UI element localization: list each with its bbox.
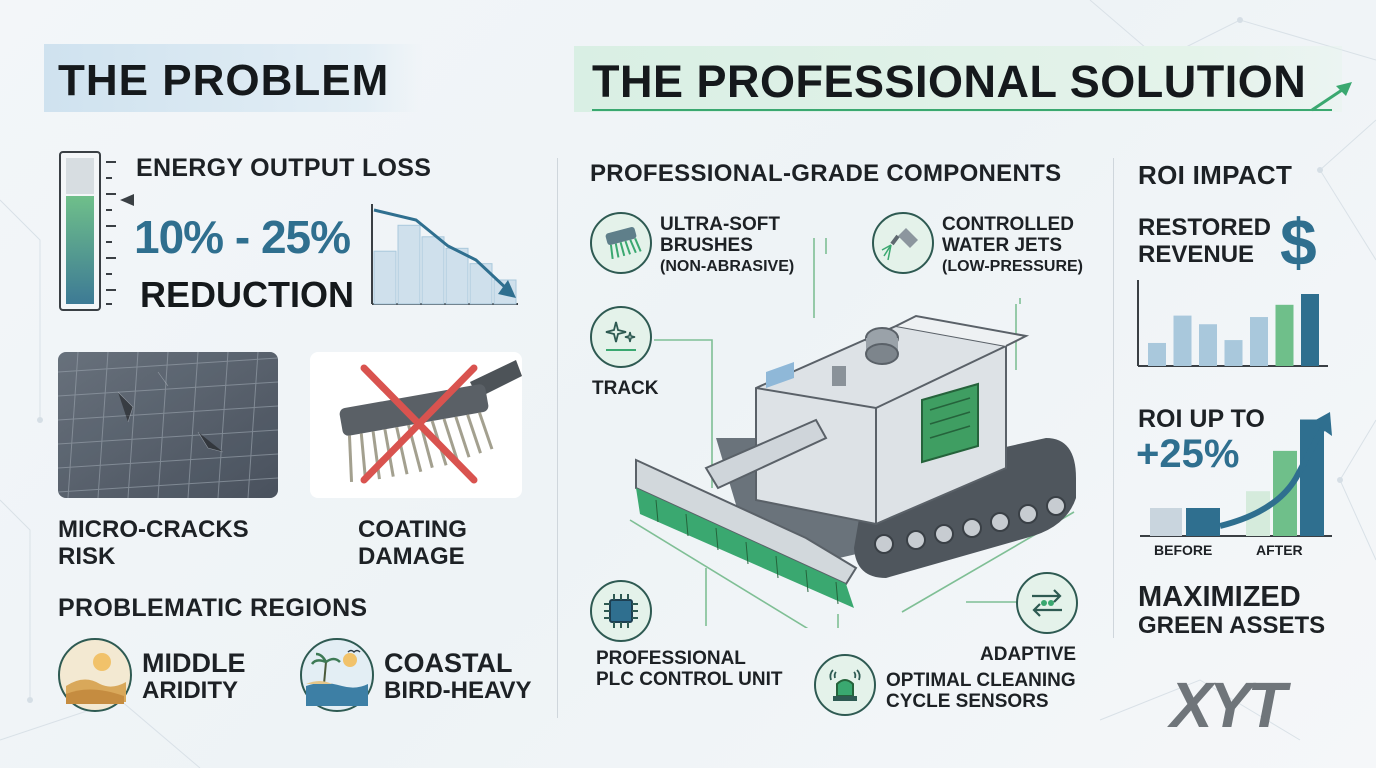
restored-revenue-line2: REVENUE xyxy=(1138,241,1255,268)
problem-header: THE PROBLEM xyxy=(44,44,422,112)
micro-cracks-label: MICRO-CRACKS RISK xyxy=(58,516,249,570)
solution-header: THE PROFESSIONAL SOLUTION xyxy=(574,46,1342,112)
brand-logo: XYT xyxy=(1170,669,1286,741)
brushes-line1: ULTRA-SOFT xyxy=(660,214,780,235)
coating-damage-line2: DAMAGE xyxy=(358,543,465,570)
energy-loss-title: ENERGY OUTPUT LOSS xyxy=(136,154,432,182)
restored-revenue-label: RESTORED REVENUE xyxy=(1138,214,1271,268)
revenue-bar xyxy=(1173,315,1192,366)
roi-up-label: ROI UP TO xyxy=(1138,405,1265,433)
maximized-line1: MAXIMIZED xyxy=(1138,581,1301,613)
problem-header-title: THE PROBLEM xyxy=(58,56,390,105)
water-jets-label: CONTROLLED WATER JETS (LOW-PRESSURE) xyxy=(942,214,1083,277)
solar-panel-photo xyxy=(58,352,278,498)
brush-crossed-icon xyxy=(339,360,522,484)
decline-bar-chart xyxy=(371,204,518,305)
components-title: PROFESSIONAL-GRADE COMPONENTS xyxy=(590,160,1062,187)
desert-icon xyxy=(58,638,132,712)
section-divider-right xyxy=(1113,158,1114,638)
micro-cracks-line1: MICRO-CRACKS xyxy=(58,516,249,543)
brushes-line2: BRUSHES xyxy=(660,235,753,256)
decline-arrow-head xyxy=(498,280,516,298)
solar-panel-image xyxy=(58,352,278,498)
sparkle-icon xyxy=(590,306,652,368)
revenue-bar xyxy=(1148,342,1166,366)
revenue-bar xyxy=(1250,317,1268,366)
plc-line2: PLC CONTROL UNIT xyxy=(596,669,783,690)
decline-bar xyxy=(397,224,421,305)
roi-title: ROI IMPACT xyxy=(1138,160,1293,190)
adaptive-arrows-icon xyxy=(1016,572,1078,634)
restored-revenue-line1: RESTORED xyxy=(1138,214,1271,241)
region-middle-line2: ARIDITY xyxy=(142,677,238,704)
sensors-line2: OPTIMAL CLEANING xyxy=(886,670,1076,691)
sensor-icon xyxy=(814,654,876,716)
region-coastal-line2: BIRD-HEAVY xyxy=(384,677,532,704)
water-jets-line1: CONTROLLED xyxy=(942,214,1074,235)
chip-icon xyxy=(590,580,652,642)
brush-damage-photo xyxy=(310,352,522,498)
before-bar xyxy=(1186,508,1220,536)
maximized-line2: GREEN ASSETS xyxy=(1138,612,1326,639)
before-label: BEFORE xyxy=(1154,542,1213,558)
brush-icon xyxy=(590,212,652,274)
revenue-bar-chart xyxy=(1137,280,1328,367)
coastal-icon xyxy=(300,638,374,712)
maximized-label: MAXIMIZED GREEN ASSETS xyxy=(1138,582,1325,639)
region-coastal-line1: COASTAL xyxy=(384,648,513,678)
header-underline-arrow xyxy=(592,82,1352,112)
cleaning-robot-illustration xyxy=(629,238,1076,628)
decline-bar xyxy=(445,247,469,305)
regions-title: PROBLEMATIC REGIONS xyxy=(58,594,368,622)
roi-value: +25% xyxy=(1136,432,1240,476)
revenue-bar xyxy=(1224,340,1243,366)
revenue-bar xyxy=(1199,324,1217,366)
brushes-line3: (NON-ABRASIVE) xyxy=(660,258,795,275)
plc-line1: PROFESSIONAL xyxy=(596,648,746,669)
solution-header-title: THE PROFESSIONAL SOLUTION xyxy=(592,56,1307,107)
section-divider-left xyxy=(557,158,558,718)
after-label: AFTER xyxy=(1256,542,1303,558)
energy-gauge-icon xyxy=(59,151,134,311)
coating-damage-line1: COATING xyxy=(358,516,467,543)
growth-arrow-head xyxy=(1312,412,1332,436)
micro-cracks-line2: RISK xyxy=(58,543,116,570)
sensors-line3: CYCLE SENSORS xyxy=(886,691,1049,712)
region-coastal-label: COASTAL BIRD-HEAVY xyxy=(384,648,532,705)
before-after-chart xyxy=(1140,412,1332,537)
water-jets-line3: (LOW-PRESSURE) xyxy=(942,258,1084,275)
decline-bar xyxy=(421,236,445,305)
region-middle-line1: MIDDLE xyxy=(142,648,246,678)
decline-bar xyxy=(469,263,493,305)
brushes-label: ULTRA-SOFT BRUSHES (NON-ABRASIVE) xyxy=(660,214,794,277)
coating-damage-label: COATING DAMAGE xyxy=(358,516,467,570)
revenue-bar xyxy=(1275,304,1294,366)
decline-bar xyxy=(373,250,397,305)
sensors-label: OPTIMAL CLEANING CYCLE SENSORS xyxy=(886,670,1076,712)
region-middle-label: MIDDLE ARIDITY xyxy=(142,648,246,705)
growth-arrow xyxy=(1219,420,1329,529)
dollar-icon: $ xyxy=(1280,205,1317,279)
sensors-adaptive-label: ADAPTIVE xyxy=(980,644,1077,665)
decline-trend-line xyxy=(373,208,510,292)
before-bar xyxy=(1150,508,1182,536)
loss-caption: REDUCTION xyxy=(140,274,354,315)
track-label: TRACK xyxy=(592,378,659,399)
water-jets-line2: WATER JETS xyxy=(942,235,1062,256)
loss-range: 10% - 25% xyxy=(134,211,351,263)
plc-label: PROFESSIONAL PLC CONTROL UNIT xyxy=(596,648,782,690)
water-jet-icon xyxy=(872,212,934,274)
revenue-bar xyxy=(1301,294,1319,366)
